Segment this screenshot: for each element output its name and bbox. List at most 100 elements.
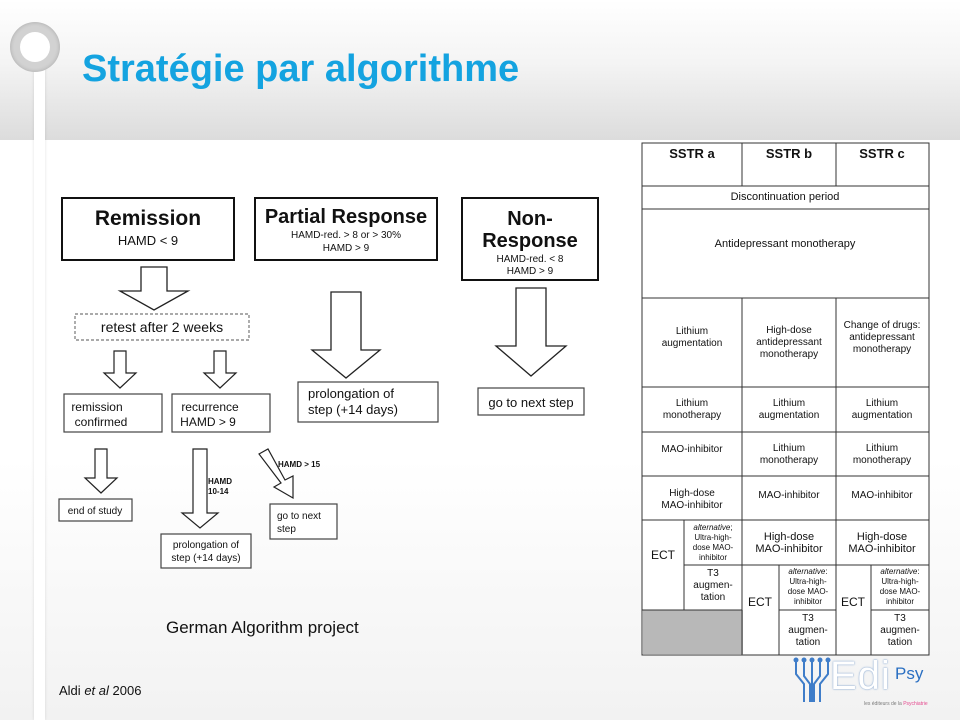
alt-c-line-2: dose MAO- <box>880 587 921 596</box>
r3b-line-1: Lithium <box>773 443 805 454</box>
prolong-small-line-1: prolongation of <box>173 540 239 551</box>
recurrence-line-2: HAMD > 9 <box>180 415 236 429</box>
r2a-line-2: monotherapy <box>663 410 721 421</box>
r4a-line-1: High-dose <box>669 488 715 499</box>
r3b-line-2: monotherapy <box>760 455 818 466</box>
alt-c-italic: alternative <box>880 567 917 576</box>
logo-tagline: les éditeurs de la Psychiatrie <box>864 701 928 707</box>
hamd-15-label: HAMD > 15 <box>278 460 321 469</box>
logo-tagline-a: les éditeurs de la <box>864 701 904 707</box>
prolong-big-line-1: prolongation of <box>308 386 394 401</box>
t3-b-line-3: tation <box>796 637 820 648</box>
r2a-line-1: Lithium <box>676 398 708 409</box>
r5b-line-2: MAO-inhibitor <box>755 543 823 555</box>
arrow-down-icon <box>180 448 220 529</box>
recurrence-line-1: recurrence <box>181 400 239 414</box>
t3-c-line-2: augmen- <box>880 625 919 636</box>
alt-a-line-1: Ultra-high- <box>694 533 732 542</box>
svg-text:alternative:: alternative: <box>880 567 919 576</box>
diagram-caption: German Algorithm project <box>166 618 359 637</box>
r4b: MAO-inhibitor <box>758 490 820 501</box>
t3-c-line-1: T3 <box>894 613 906 624</box>
alt-b-italic: alternative <box>788 567 825 576</box>
r1c-line-2: antidepressant <box>849 332 915 343</box>
r5c-line-1: High-dose <box>857 531 907 543</box>
next-step-big: go to next step <box>488 395 573 410</box>
r4c: MAO-inhibitor <box>851 490 913 501</box>
sstr-header-b: SSTR b <box>766 146 812 161</box>
alt-a-line-2: dose MAO- <box>693 543 734 552</box>
logo-tagline-b: Psychiatrie <box>903 701 928 707</box>
arrow-down-icon <box>494 287 568 377</box>
discontinuation-period: Discontinuation period <box>731 191 840 203</box>
next-small-line-1: go to next <box>277 511 321 522</box>
alt-c-line-3: inhibitor <box>886 597 914 606</box>
circuit-icon <box>793 657 831 702</box>
ring-icon <box>10 22 60 72</box>
logo-accent-text: Psy <box>895 664 924 683</box>
citation-etal: et al <box>84 683 109 698</box>
r3a: MAO-inhibitor <box>661 444 723 455</box>
prolong-small-line-2: step (+14 days) <box>171 553 240 564</box>
r1b-line-3: monotherapy <box>760 349 818 360</box>
r2b-line-1: Lithium <box>773 398 805 409</box>
arrow-down-icon <box>117 266 191 311</box>
citation-author: Aldi <box>59 683 81 698</box>
sstr-header-c: SSTR c <box>859 146 905 161</box>
t3-b-line-1: T3 <box>802 613 814 624</box>
remission-criterion: HAMD < 9 <box>118 233 178 248</box>
remission-box: Remission HAMD < 9 <box>61 197 235 261</box>
arrow-down-icon <box>102 350 138 389</box>
hamd-1014-line-1: HAMD <box>208 477 232 486</box>
t3-a-line-3: tation <box>701 592 725 603</box>
logo-main-text: Edi <box>830 654 891 698</box>
slide-title: Stratégie par algorithme <box>82 48 520 90</box>
r2c-line-2: augmentation <box>852 410 913 421</box>
r1c-line-3: monotherapy <box>853 344 911 355</box>
partial-response-box: Partial Response HAMD-red. > 8 or > 30% … <box>254 197 438 261</box>
grey-cell <box>643 610 743 654</box>
next-small-line-2: step <box>277 524 296 535</box>
remission-confirmed-line-2: confirmed <box>75 415 128 429</box>
t3-a-line-2: augmen- <box>693 580 732 591</box>
r1b-line-2: antidepressant <box>756 337 822 348</box>
r1c-line-1: Change of drugs: <box>844 320 921 331</box>
arrow-down-icon <box>310 291 382 379</box>
arrow-down-icon <box>202 350 238 389</box>
sstr-table: SSTR a SSTR b SSTR c Discontinuation per… <box>641 142 930 656</box>
r1a-line-2: augmentation <box>662 338 723 349</box>
alt-b-line-2: dose MAO- <box>788 587 829 596</box>
non-response-box: Non- Response HAMD-red. < 8 HAMD > 9 <box>461 197 599 281</box>
arrow-diagonal-icon <box>258 448 294 500</box>
r1a-line-1: Lithium <box>676 326 708 337</box>
alt-c-line-1: Ultra-high- <box>881 577 919 586</box>
prolong-big-line-2: step (+14 days) <box>308 402 398 417</box>
ect-b: ECT <box>748 595 773 609</box>
decorative-vertical-bar <box>34 40 45 720</box>
svg-text:alternative;: alternative; <box>693 523 732 532</box>
r2b-line-2: augmentation <box>759 410 820 421</box>
ect-a: ECT <box>651 548 676 562</box>
partial-line-1: HAMD-red. > 8 or > 30% <box>291 230 401 241</box>
t3-a-line-1: T3 <box>707 568 719 579</box>
alt-a-italic: alternative <box>693 523 730 532</box>
citation-year: 2006 <box>112 683 142 698</box>
t3-b-line-2: augmen- <box>788 625 827 636</box>
hamd-1014-line-2: 10-14 <box>208 487 229 496</box>
alt-c-punct: : <box>917 567 919 576</box>
remission-title: Remission <box>95 207 201 230</box>
alt-a-line-3: inhibitor <box>699 553 727 562</box>
svg-text:alternative:: alternative: <box>788 567 827 576</box>
alt-b-line-1: Ultra-high- <box>789 577 827 586</box>
r1b-line-1: High-dose <box>766 325 812 336</box>
r2c-line-1: Lithium <box>866 398 898 409</box>
non-response-line-1: HAMD-red. < 8 <box>497 254 564 265</box>
alt-b-line-3: inhibitor <box>794 597 822 606</box>
citation: Aldi et al 2006 <box>59 683 141 698</box>
r3c-line-2: monotherapy <box>853 455 911 466</box>
t3-c-line-3: tation <box>888 637 912 648</box>
remission-confirmed-line-1: remission <box>71 400 122 414</box>
retest-label: retest after 2 weeks <box>101 319 223 335</box>
non-response-title-1: Non- <box>507 208 553 230</box>
